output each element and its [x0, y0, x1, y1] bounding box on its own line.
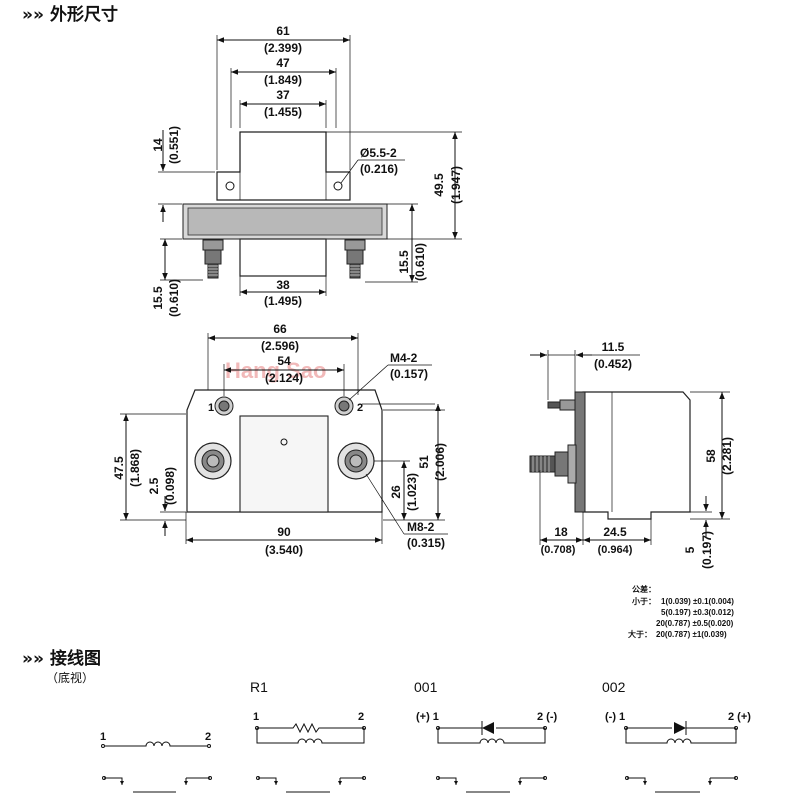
svg-text:2 (-): 2 (-) — [537, 711, 558, 723]
mount-hole-left — [225, 181, 235, 191]
dim-90-in: (3.540) — [265, 543, 303, 557]
dim-58: 58 — [704, 449, 718, 463]
r1-coil-symbol — [256, 728, 365, 744]
dim-47-5: 47.5 — [112, 456, 126, 480]
dim-66: 66 — [273, 322, 287, 336]
dim-38: 38 — [276, 278, 290, 292]
wiring-coil: 1 2 — [100, 731, 212, 793]
svg-text:(-) 1: (-) 1 — [605, 711, 625, 723]
dim-m4: M4-2 — [390, 351, 418, 365]
dim-54-in: (2.124) — [265, 371, 303, 385]
dim-24-5-in: (0.964) — [598, 544, 633, 556]
tolerance-row1-label: 小于： — [631, 596, 656, 606]
dim-15-5-left-in: (0.610) — [167, 279, 181, 317]
tolerance-row4: 20(0.787) ±1(0.039) — [656, 630, 727, 639]
dim-m4-in: (0.157) — [390, 367, 428, 381]
dim-2-5-in: (0.098) — [163, 467, 177, 505]
coil-symbol — [105, 741, 207, 747]
dim-49-5: 49.5 — [432, 173, 446, 197]
dim-47-in: (1.849) — [264, 73, 302, 87]
section-title-outline: 外形尺寸 — [50, 4, 118, 25]
dim-66-in: (2.596) — [261, 339, 299, 353]
dim-37: 37 — [276, 88, 290, 102]
dim-26-in: (1.023) — [405, 473, 419, 511]
svg-text:2: 2 — [205, 731, 211, 743]
side-view-body — [582, 391, 691, 520]
dim-38-in: (1.495) — [264, 294, 302, 308]
dim-51-in: (2.006) — [433, 443, 447, 481]
pin-1-label: 1 — [208, 402, 214, 414]
resistor-symbol — [257, 722, 364, 734]
dim-5-in: (0.197) — [700, 531, 714, 569]
wiring-002: 002 (-) 1 2 (+) — [602, 679, 751, 793]
tolerance-row1: 1(0.039) ±0.1(0.004) — [661, 597, 734, 606]
contact-symbol — [104, 777, 210, 793]
tolerance-row3: 20(0.787) ±0.5(0.020) — [656, 619, 734, 628]
dim-m8-in: (0.315) — [407, 536, 445, 550]
svg-text:R1: R1 — [250, 679, 268, 695]
dim-24-5: 24.5 — [603, 525, 627, 539]
dim-58-in: (2.281) — [720, 437, 734, 475]
top-terminal-left — [202, 239, 224, 279]
diode-symbol-2 — [674, 722, 686, 734]
dim-11-5-in: (0.452) — [594, 357, 632, 371]
dim-18-in: (0.708) — [541, 544, 576, 556]
front-view: 1 2 66 (2.596) 54 (2.124) M4-2 (0.157) 4… — [112, 322, 448, 557]
dim-18: 18 — [554, 525, 568, 539]
svg-text:1: 1 — [100, 731, 106, 743]
section-title-wiring: 接线图 — [50, 648, 101, 669]
dim-15-5-right: 15.5 — [397, 250, 411, 274]
dim-26: 26 — [389, 485, 403, 499]
dim-hole: Ø5.5-2 — [360, 146, 397, 160]
tolerance-table: 公差： 小于： 1(0.039) ±0.1(0.004) 5(0.197) ±0… — [628, 584, 734, 639]
svg-text:1: 1 — [253, 711, 259, 723]
mount-hole-right — [333, 181, 343, 191]
dim-14: 14 — [151, 138, 165, 152]
tolerance-title: 公差： — [632, 584, 656, 594]
svg-text:001: 001 — [414, 679, 438, 695]
tolerance-row2: 5(0.197) ±0.3(0.012) — [661, 608, 734, 617]
dim-m8: M8-2 — [407, 520, 435, 534]
dim-15-5-right-in: (0.610) — [413, 243, 427, 281]
dim-61-in: (2.399) — [264, 41, 302, 55]
tolerance-row4-label: 大于： — [628, 629, 652, 639]
dim-54: 54 — [277, 354, 291, 368]
dim-11-5: 11.5 — [602, 340, 625, 354]
dim-2-5: 2.5 — [147, 477, 161, 494]
wiring-r1: R1 1 2 — [250, 679, 366, 793]
dim-hole-in: (0.216) — [360, 162, 398, 176]
svg-text:002: 002 — [602, 679, 626, 695]
section-marker-wiring: »» — [22, 649, 44, 669]
wiring-001: 001 (+) 1 2 (-) — [414, 679, 558, 793]
dim-49-5-in: (1.947) — [449, 166, 463, 204]
section-subtitle-wiring: （底视） — [46, 670, 94, 685]
section-marker: »» — [22, 5, 44, 25]
front-view-coil — [239, 415, 329, 513]
pin-2-label: 2 — [357, 402, 363, 414]
dim-15-5-left: 15.5 — [151, 286, 165, 310]
dim-14-in: (0.551) — [167, 126, 181, 164]
dim-61: 61 — [276, 24, 290, 38]
top-view-body — [239, 238, 327, 277]
dim-90: 90 — [277, 525, 291, 539]
dim-37-in: (1.455) — [264, 105, 302, 119]
svg-text:2: 2 — [358, 711, 364, 723]
top-terminal-right — [344, 239, 366, 279]
dim-5: 5 — [683, 546, 697, 553]
svg-text:(+) 1: (+) 1 — [416, 711, 439, 723]
dim-51: 51 — [417, 455, 431, 469]
top-view-bracket — [216, 131, 351, 201]
svg-text:2 (+): 2 (+) — [728, 711, 751, 723]
top-view: 61 (2.399) 47 (1.849) 37 (1.455) 14 (0.5… — [151, 24, 463, 317]
side-view: 11.5 (0.452) 58 (2.281) 18 (0.708) 24.5 … — [529, 340, 734, 569]
diode-symbol — [482, 722, 494, 734]
dim-47-5-in: (1.868) — [128, 449, 142, 487]
dim-47: 47 — [276, 56, 290, 70]
